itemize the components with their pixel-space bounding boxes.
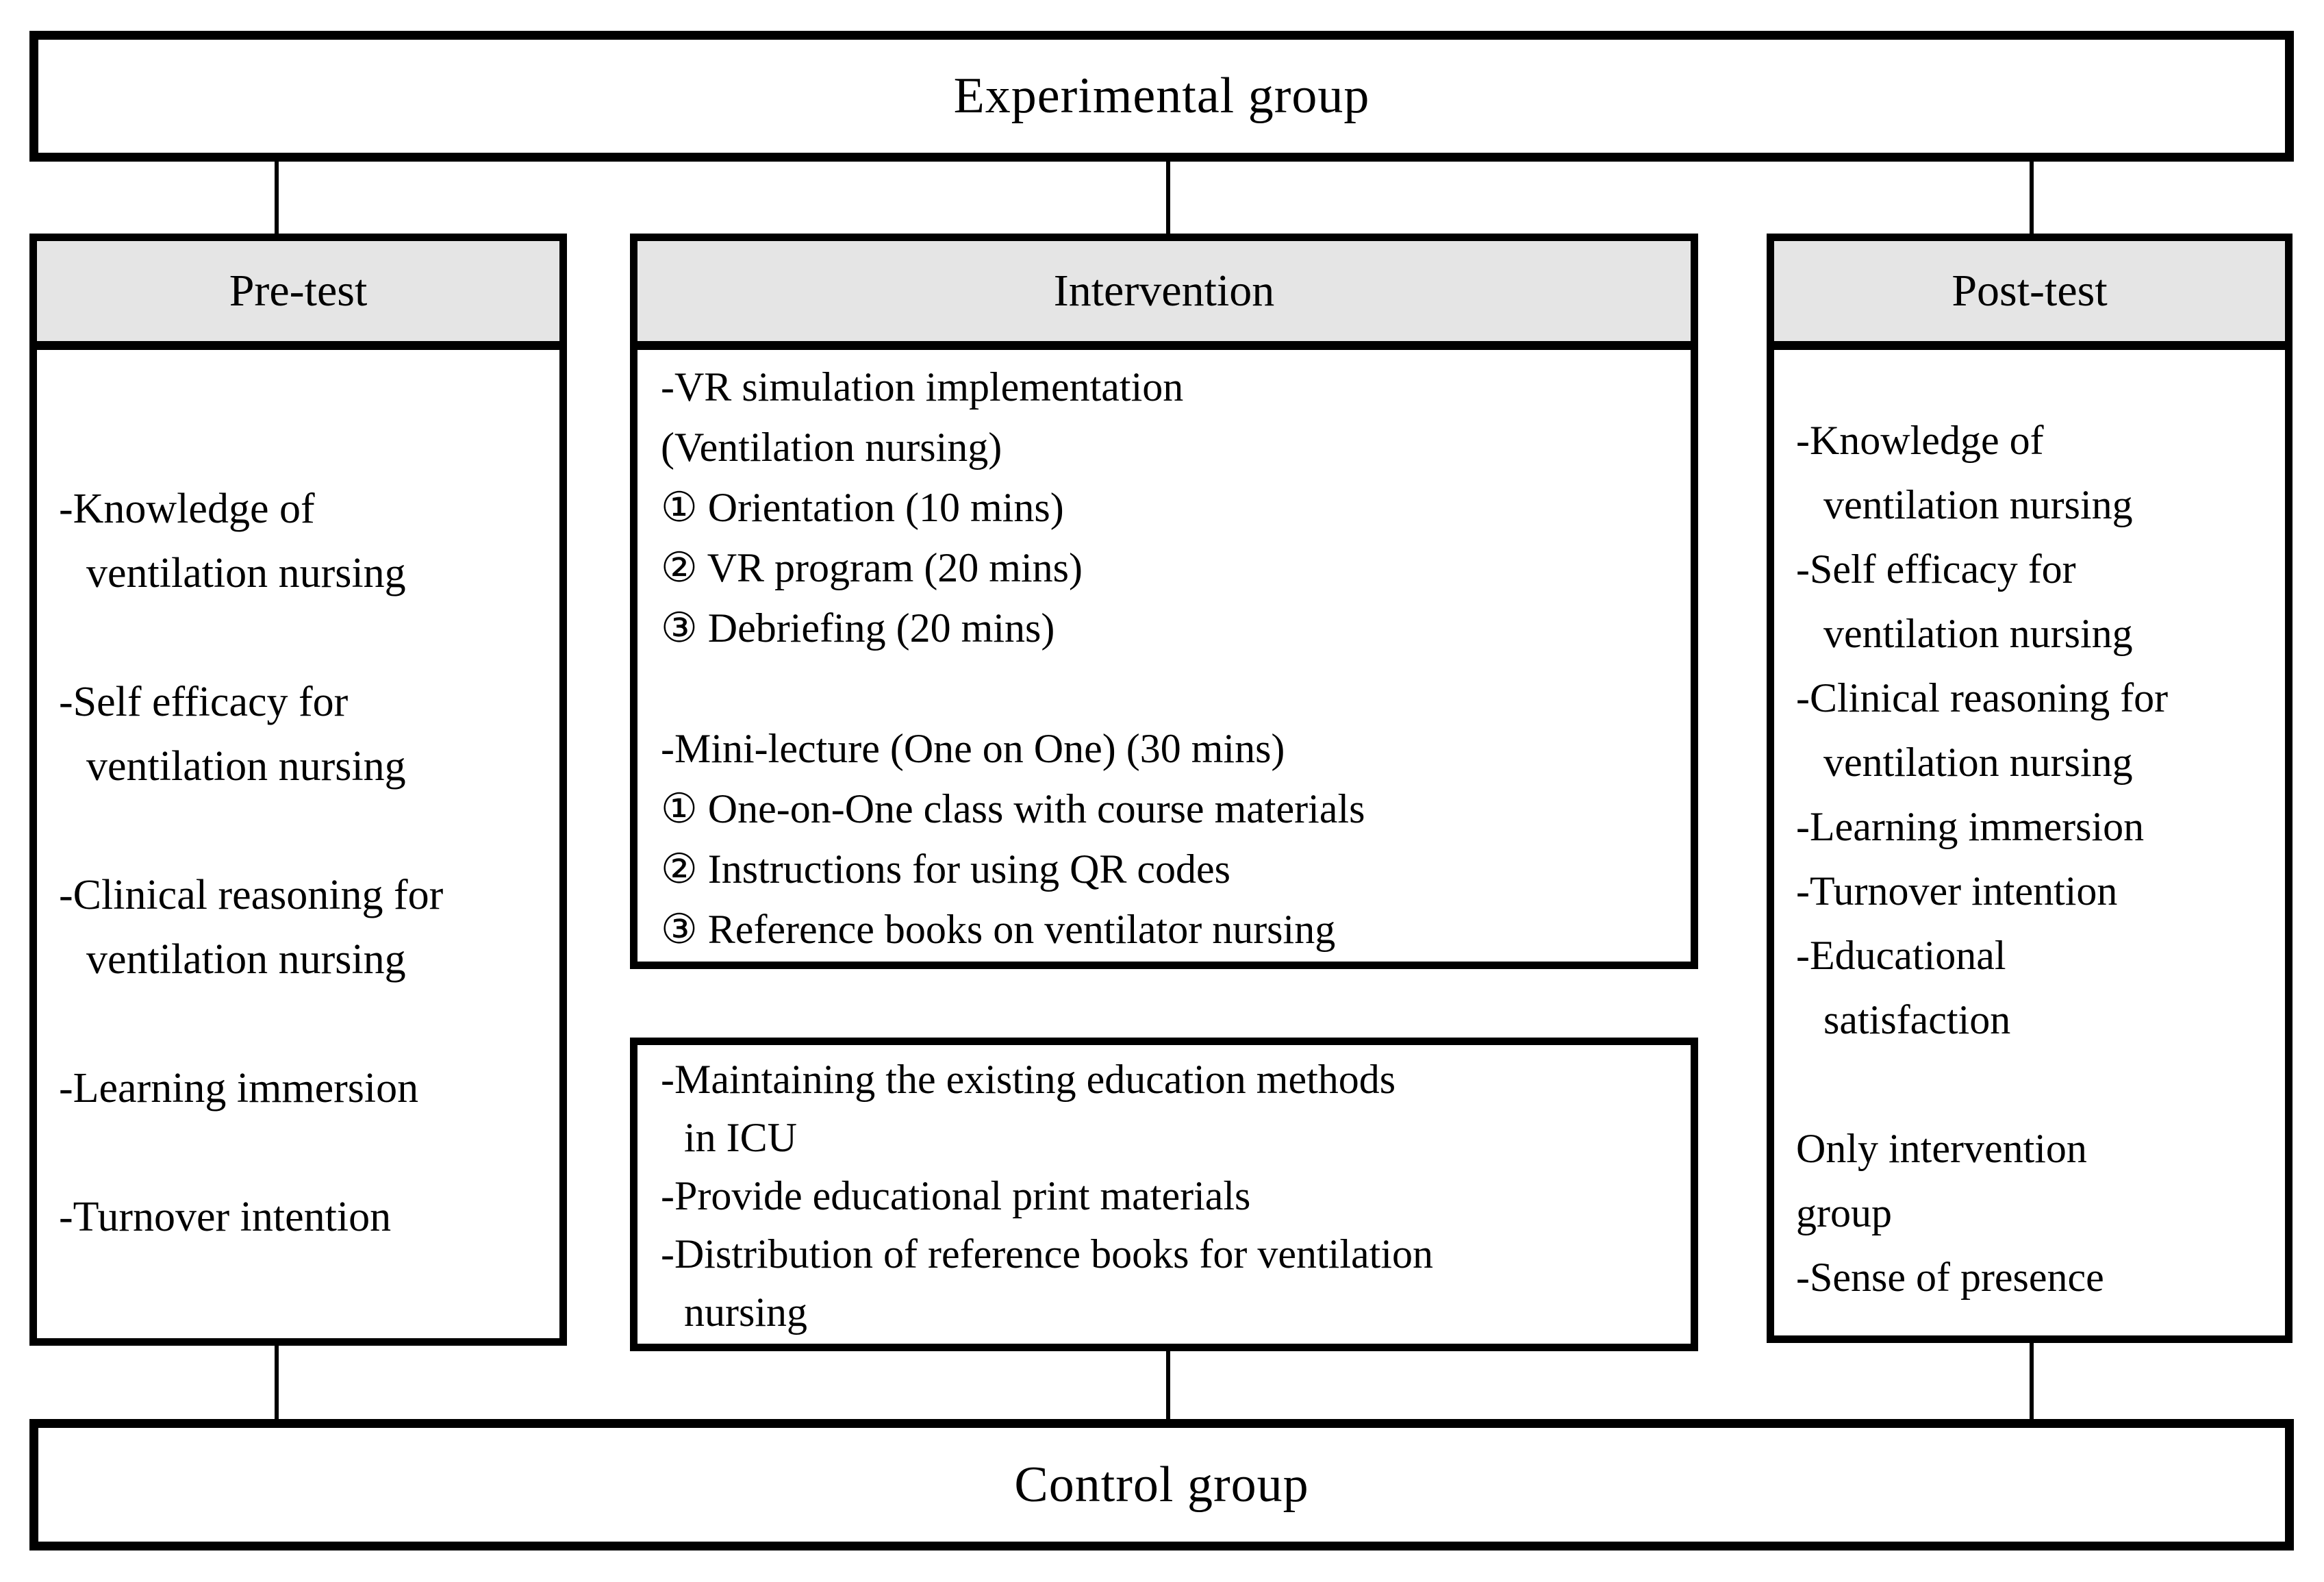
posttest-line: ventilation nursing [1823,740,2133,785]
posttest-line: -Learning immersion [1796,804,2145,849]
control-intervention-line: -Maintaining the existing education meth… [661,1057,1396,1102]
pretest-header-label: Pre-test [229,266,368,316]
connector-top-left-line [275,161,279,234]
pretest-item-line: ventilation nursing [86,550,406,597]
control-intervention-line: nursing [684,1290,807,1335]
intervention-line: ① One-on-One class with course materials [661,786,1365,831]
intervention-header-label: Intervention [1053,266,1275,316]
intervention-line: ③ Reference books on ventilator nursing [661,907,1336,952]
pretest-header: Pre-test [37,241,559,350]
posttest-header: Post-test [1774,241,2285,350]
connector-bottom-left-line [275,1341,279,1420]
control-intervention-body: -Maintaining the existing education meth… [637,1045,1691,1342]
posttest-column: Post-test -Knowledge of ventilation nurs… [1767,234,2293,1343]
experimental-group-box: Experimental group [29,31,2294,162]
posttest-line: ventilation nursing [1823,611,2133,656]
control-intervention-line: -Provide educational print materials [661,1173,1251,1218]
pretest-item: -Learning immersion [59,1056,542,1120]
intervention-line: ③ Debriefing (20 mins) [661,605,1055,651]
control-intervention-line: -Distribution of reference books for ven… [661,1231,1433,1277]
posttest-line: -Self efficacy for [1796,547,2076,592]
intervention-line: -Mini-lecture (One on One) (30 mins) [661,726,1285,771]
posttest-line: -Knowledge of [1796,418,2044,463]
intervention-line: ② VR program (20 mins) [661,545,1083,590]
intervention-line: ② Instructions for using QR codes [661,846,1231,892]
connector-top-middle-line [1166,161,1170,234]
vr-simulation-block: -VR simulation implementation (Ventilati… [637,350,1691,959]
posttest-line: ventilation nursing [1823,482,2133,527]
intervention-header: Intervention [637,241,1691,350]
experimental-group-label: Experimental group [953,68,1370,124]
control-group-label: Control group [1014,1456,1309,1513]
pretest-item-line: -Knowledge of [59,486,315,532]
pretest-item-line: ventilation nursing [86,936,406,983]
posttest-line: -Turnover intention [1796,868,2118,914]
posttest-line: -Sense of presence [1796,1255,2104,1300]
pretest-item: -Self efficacy for ventilation nursing [59,670,542,799]
pretest-body: -Knowledge of ventilation nursing -Self … [37,350,559,1249]
posttest-line: -Clinical reasoning for [1796,675,2169,720]
posttest-header-label: Post-test [1952,266,2108,316]
intervention-line: ① Orientation (10 mins) [661,485,1064,530]
connector-bottom-middle-line [1166,1346,1170,1420]
control-intervention-line: in ICU [684,1115,797,1160]
posttest-body: -Knowledge of ventilation nursing -Self … [1774,350,2285,1309]
pretest-item: -Turnover intention [59,1185,542,1249]
pretest-column: Pre-test -Knowledge of ventilation nursi… [29,234,567,1346]
connector-top-right-line [2030,161,2034,234]
posttest-line: satisfaction [1823,997,2011,1042]
pretest-item-line: -Turnover intention [59,1194,392,1240]
pretest-item: -Clinical reasoning for ventilation nurs… [59,863,542,992]
pretest-item-line: -Clinical reasoning for [59,872,444,918]
pretest-item-line: -Self efficacy for [59,679,349,725]
intervention-line: (Ventilation nursing) [661,425,1002,470]
control-intervention-box: -Maintaining the existing education meth… [630,1038,1698,1351]
pretest-item-line: -Learning immersion [59,1065,419,1112]
connector-bottom-right-line [2030,1338,2034,1420]
intervention-line: -VR simulation implementation [661,364,1184,410]
posttest-line: Only intervention [1796,1126,2087,1171]
control-group-box: Control group [29,1419,2294,1550]
intervention-column: Intervention -VR simulation implementati… [630,234,1698,969]
posttest-line: group [1796,1190,1892,1235]
pretest-item-line: ventilation nursing [86,743,406,790]
posttest-line: -Educational [1796,933,2006,978]
pretest-item: -Knowledge of ventilation nursing [59,477,542,605]
